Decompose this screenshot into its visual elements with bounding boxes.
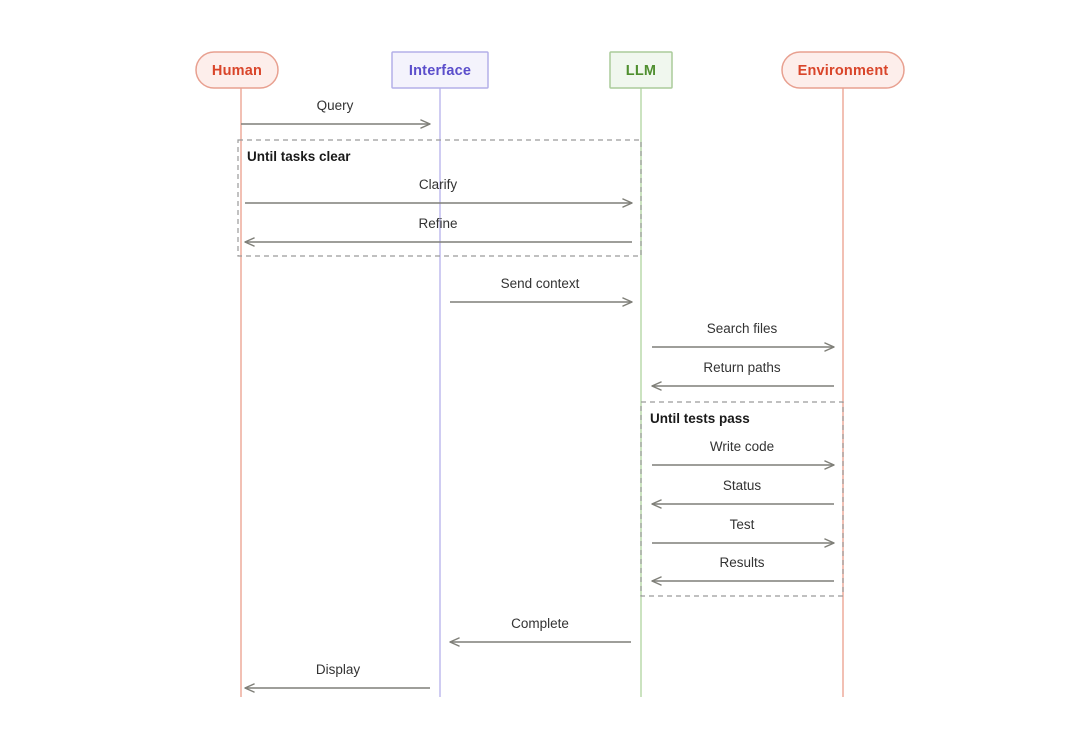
message-test: Test [652,517,835,548]
message-search-files: Search files [652,321,835,352]
message-status-label: Status [723,478,762,493]
actor-interface-shape[interactable] [391,51,489,89]
message-display-label: Display [316,662,361,677]
actor-environment-label: Environment [798,63,889,79]
message-send-context: Send context [450,276,633,307]
message-clarify: Clarify [245,177,633,208]
message-return-paths-label: Return paths [703,360,781,375]
messages-group: Query Clarify Refine Send context Search… [241,98,835,693]
loop-box-2-label: Until tests pass [650,411,750,426]
message-return-paths: Return paths [651,360,834,391]
message-test-label: Test [730,517,755,532]
message-search-files-label: Search files [707,321,778,336]
message-display: Display [244,662,430,693]
actor-environment[interactable]: Environment [781,51,905,89]
message-write-code-label: Write code [710,439,774,454]
message-complete-label: Complete [511,616,569,631]
lifelines-group [240,88,844,697]
message-query-label: Query [317,98,354,113]
loop-box-until-tests-pass: Until tests pass [640,401,844,597]
message-clarify-label: Clarify [419,177,458,192]
actor-llm-shape[interactable] [609,51,673,89]
message-results-label: Results [719,555,764,570]
actor-interface[interactable]: Interface [391,51,489,89]
message-status: Status [651,478,834,509]
actor-environment-shape[interactable] [781,51,905,89]
actor-human[interactable]: Human [195,51,279,89]
actor-interface-label: Interface [409,63,471,79]
actor-human-shape[interactable] [195,51,279,89]
loop-box-2-frame [640,401,844,597]
actor-llm[interactable]: LLM [609,51,673,89]
actor-human-label: Human [212,63,262,79]
message-refine-label: Refine [418,216,457,231]
message-write-code: Write code [652,439,835,470]
message-results: Results [651,555,834,586]
message-refine: Refine [244,216,632,247]
message-send-context-label: Send context [501,276,580,291]
message-query: Query [241,98,431,129]
actor-llm-label: LLM [626,63,656,79]
message-complete: Complete [449,616,631,647]
loop-box-until-tasks-clear: Until tasks clear [237,139,642,257]
loop-box-1-label: Until tasks clear [247,149,351,164]
loop-box-1-frame [237,139,642,257]
